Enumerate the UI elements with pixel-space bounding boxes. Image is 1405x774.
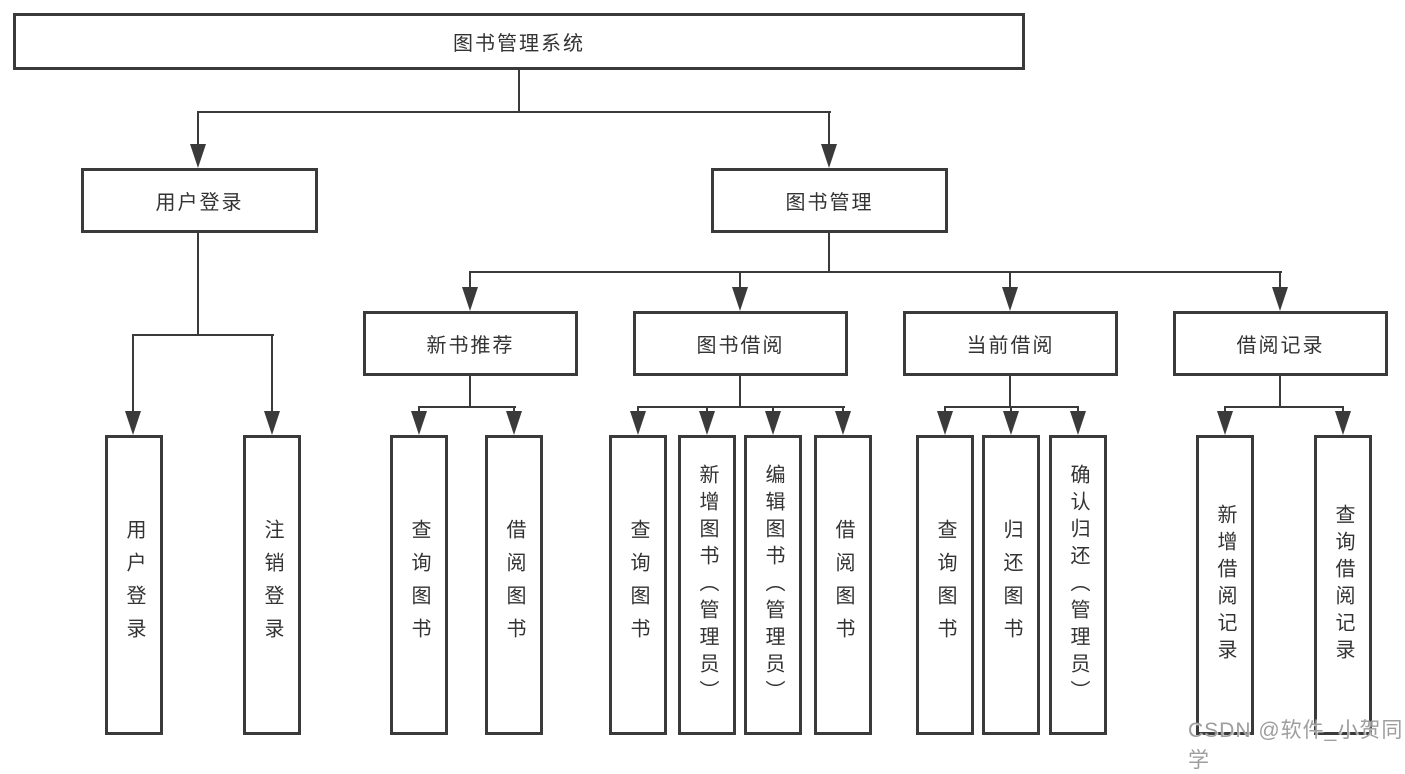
edge-borrow-stem <box>739 376 741 408</box>
arrow-down-icon <box>1272 287 1288 311</box>
edge-borrow-rail <box>637 406 845 408</box>
leaf-current-query-book: 查询图书 <box>916 435 974 735</box>
edge-drop-leaf <box>1010 406 1012 415</box>
arrow-down-icon <box>732 287 748 311</box>
edge-drop-user-login <box>197 111 199 146</box>
arrow-down-icon <box>506 411 522 435</box>
arrow-down-icon <box>699 411 715 435</box>
leaf-recommend-borrow-book: 借阅图书 <box>485 435 543 735</box>
edge-drop-leaf <box>418 406 420 415</box>
arrow-down-icon <box>630 411 646 435</box>
edge-user-login-stem <box>197 233 199 335</box>
edge-drop-leaf <box>637 406 639 415</box>
node-book-borrow: 图书借阅 <box>633 311 848 376</box>
leaf-logout: 注销登录 <box>243 435 301 735</box>
node-user-login: 用户登录 <box>81 168 318 233</box>
edge-drop-leaf <box>132 334 134 413</box>
arrow-down-icon <box>411 411 427 435</box>
arrow-down-icon <box>264 411 280 435</box>
arrow-down-icon <box>1335 411 1351 435</box>
edge-recommend-stem <box>469 376 471 408</box>
arrow-down-icon <box>765 411 781 435</box>
edge-drop-leaf <box>706 406 708 415</box>
edge-drop-leaf <box>1224 406 1226 415</box>
edge-drop-book-management <box>828 111 830 146</box>
arrow-down-icon <box>1003 411 1019 435</box>
edge-book-mgmt-stem <box>828 233 830 273</box>
csdn-watermark: CSDN @软件_小贺同学 <box>1188 719 1404 772</box>
node-new-book-recommend: 新书推荐 <box>363 311 578 376</box>
leaf-return-book: 归还图书 <box>982 435 1040 735</box>
edge-drop-leaf <box>944 406 946 415</box>
edge-record-stem <box>1279 376 1281 408</box>
leaf-borrow-query-book: 查询图书 <box>609 435 667 735</box>
edge-drop-leaf <box>1342 406 1344 415</box>
edge-drop-leaf <box>772 406 774 415</box>
org-chart-canvas: { "diagram_title": "图书管理系统", "tree": { "… <box>13 13 1403 772</box>
edge-record-rail <box>1224 406 1344 408</box>
arrow-down-icon <box>937 411 953 435</box>
arrow-down-icon <box>1217 411 1233 435</box>
edge-drop-borrow <box>739 271 741 289</box>
edge-recommend-rail <box>418 406 516 408</box>
arrow-down-icon <box>821 144 837 168</box>
arrow-down-icon <box>1002 287 1018 311</box>
node-borrow-record: 借阅记录 <box>1173 311 1388 376</box>
leaf-borrow-book: 借阅图书 <box>814 435 872 735</box>
leaf-user-login: 用户登录 <box>105 435 163 735</box>
leaf-recommend-query-book: 查询图书 <box>390 435 448 735</box>
leaf-query-borrow-record: 查询借阅记录 <box>1314 435 1372 735</box>
edge-level1-rail <box>197 111 831 113</box>
arrow-down-icon <box>125 411 141 435</box>
edge-user-login-rail <box>132 334 274 336</box>
leaf-add-borrow-record: 新增借阅记录 <box>1196 435 1254 735</box>
node-book-management: 图书管理 <box>711 168 948 233</box>
edge-drop-leaf <box>513 406 515 415</box>
edge-drop-recommend <box>469 271 471 289</box>
edge-drop-record <box>1279 271 1281 289</box>
leaf-confirm-return-admin: 确认归还（管理员） <box>1049 435 1107 735</box>
arrow-down-icon <box>190 144 206 168</box>
edge-drop-current <box>1009 271 1011 289</box>
edge-level2-rail <box>469 271 1282 273</box>
edge-current-stem <box>1009 376 1011 408</box>
edge-root-stem <box>518 70 520 112</box>
node-current-borrow: 当前借阅 <box>903 311 1118 376</box>
leaf-edit-book-admin: 编辑图书（管理员） <box>744 435 802 735</box>
leaf-add-book-admin: 新增图书（管理员） <box>678 435 736 735</box>
arrow-down-icon <box>835 411 851 435</box>
edge-drop-leaf <box>271 334 273 413</box>
arrow-down-icon <box>1070 411 1086 435</box>
edge-drop-leaf <box>842 406 844 415</box>
node-root-system: 图书管理系统 <box>13 13 1025 70</box>
arrow-down-icon <box>462 287 478 311</box>
edge-drop-leaf <box>1077 406 1079 415</box>
